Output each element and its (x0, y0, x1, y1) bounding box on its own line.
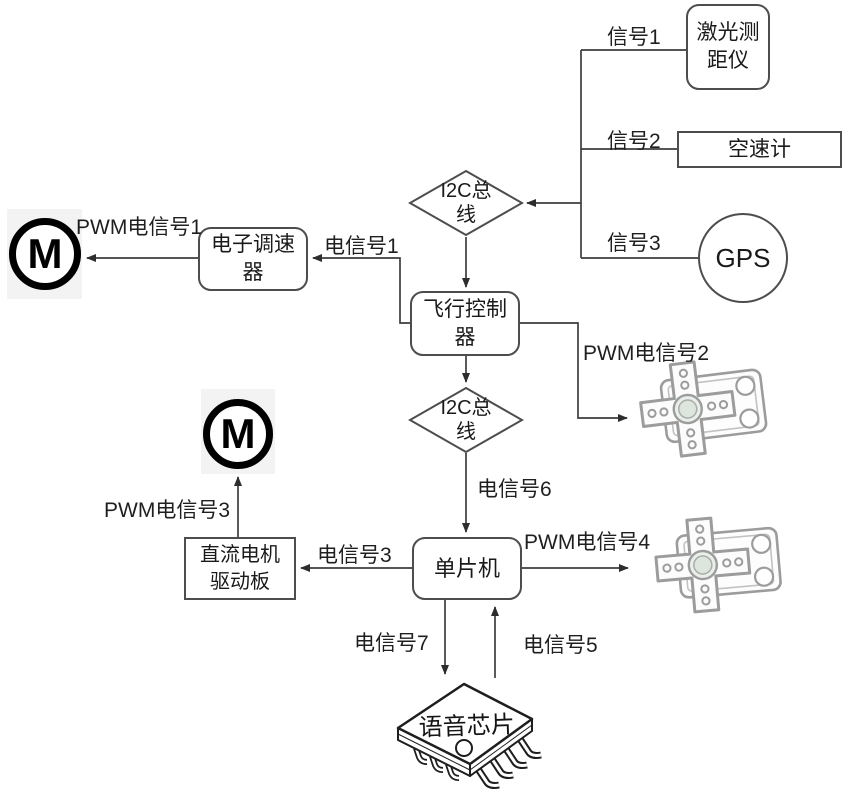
dc-motor-driver-label: 直流电机驱动板 (200, 544, 280, 593)
ic-chip-icon: 语音芯片 (396, 682, 542, 789)
wire-pwm2-fc-to-servo (520, 322, 628, 422)
motor-mid-label: M (220, 410, 256, 457)
label-signal3: 信号3 (607, 232, 661, 255)
label-e1: 电信号1 (324, 235, 399, 258)
mcu-label: 单片机 (433, 555, 500, 581)
diamond-shape (408, 386, 524, 454)
node-dc-motor-driver: 直流电机驱动板 (184, 537, 296, 600)
label-e7: 电信号7 (354, 632, 429, 655)
node-mcu: 单片机 (412, 537, 522, 600)
node-gps: GPS (698, 213, 788, 303)
laser-rangefinder-label: 激光测距仪 (696, 21, 760, 72)
node-flight-controller: 飞行控制器 (410, 291, 520, 356)
label-signal2: 信号2 (607, 130, 661, 153)
node-airspeed-meter: 空速计 (677, 131, 842, 168)
node-i2c-bus-bottom: I2C总线 (408, 386, 524, 454)
label-signal1: 信号1 (607, 26, 661, 49)
node-i2c-bus-top: I2C总线 (408, 169, 524, 237)
label-e3: 电信号3 (317, 544, 392, 567)
label-pwm2: PWM电信号2 (583, 342, 709, 365)
voice-chip-label: 语音芯片 (418, 711, 515, 741)
label-pwm3: PWM电信号3 (104, 499, 230, 522)
gps-label: GPS (715, 242, 771, 273)
node-laser-rangefinder: 激光测距仪 (686, 4, 770, 90)
flight-controller-label: 飞行控制器 (423, 297, 507, 349)
label-e5: 电信号5 (523, 634, 598, 657)
label-pwm1: PWM电信号1 (76, 216, 202, 239)
diamond-shape (408, 169, 524, 237)
i2c-bus-top-label: I2C总线 (440, 180, 492, 226)
motor-top-icon: M (9, 218, 81, 290)
motor-mid-icon: M (203, 399, 273, 469)
airspeed-meter-label: 空速计 (728, 137, 791, 161)
esc-label: 电子调速器 (211, 233, 295, 284)
i2c-bus-bottom-label: I2C总线 (440, 397, 492, 443)
label-pwm4: PWM电信号4 (524, 531, 650, 554)
node-esc: 电子调速器 (198, 227, 308, 291)
wire-e1-fc-to-esc (312, 254, 410, 324)
servo-motor-icon (654, 516, 782, 614)
servo-motor-icon (639, 360, 768, 458)
motor-top-label: M (27, 230, 63, 277)
label-e6: 电信号6 (477, 478, 552, 501)
